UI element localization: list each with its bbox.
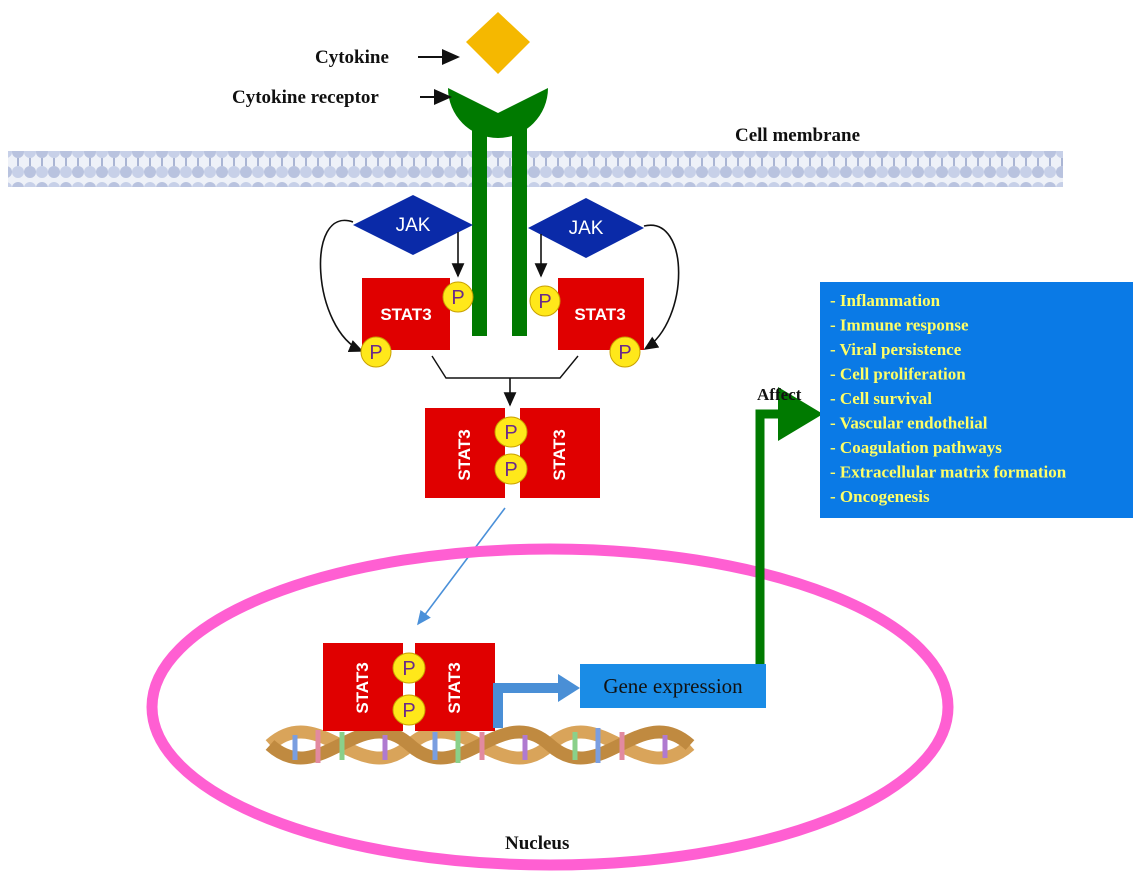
dimerization-connector: [431, 355, 579, 379]
phospho-nucleus-top-label: P: [402, 658, 415, 680]
effect-item: - Inflammation: [830, 291, 941, 310]
effect-item: - Extracellular matrix formation: [830, 463, 1067, 482]
stat3-dimer-cytoplasm: STAT3 STAT3 P P: [425, 408, 600, 498]
phospho-left-bottom: [360, 336, 392, 368]
phospho-right-top-label: P: [538, 291, 551, 313]
phospho-dimer-top-label: P: [504, 422, 517, 444]
gene-expression-label: Gene expression: [603, 674, 743, 698]
jak-left-curve-arrow: [319, 219, 364, 352]
translocation-arrow: [417, 507, 506, 626]
affect-label: Affect: [757, 385, 802, 404]
phospho-nucleus-bottom-label: P: [402, 700, 415, 722]
phospho-right-top: [529, 285, 561, 317]
stat3-nucleus-a-label: STAT3: [353, 662, 372, 713]
phospho-left-top-label: P: [451, 287, 464, 309]
stat3-dimer-b-label: STAT3: [550, 429, 569, 480]
stat3-nucleus-b-label: STAT3: [445, 662, 464, 713]
jak-right: [528, 198, 644, 258]
effect-item: - Immune response: [830, 316, 969, 335]
effects-list: - Inflammation - Immune response - Viral p…: [830, 291, 1067, 506]
jak-left: [353, 195, 473, 255]
effects-box: [820, 282, 1133, 518]
affect-pathway: [755, 387, 823, 664]
jak-right-curve-arrow: [643, 224, 680, 350]
jak-left-label: JAK: [396, 215, 431, 236]
nucleus-label: Nucleus: [505, 833, 569, 854]
dna-helix: [265, 725, 695, 765]
stat3-right-label: STAT3: [574, 305, 625, 324]
cytokine-receptor: [448, 88, 548, 336]
effect-item: - Cell survival: [830, 389, 932, 408]
cytokine: [466, 12, 530, 74]
nucleus-envelope: [146, 543, 954, 871]
transcription-arrow: [493, 683, 560, 728]
cell-membrane-label: Cell membrane: [735, 125, 860, 146]
cytokine-receptor-label: Cytokine receptor: [232, 87, 379, 108]
phospho-left-bottom-label: P: [369, 342, 382, 364]
transcription-arrow-head: [558, 674, 580, 702]
phospho-right-bottom: [609, 336, 641, 368]
jak-right-label: JAK: [569, 218, 604, 239]
cell-membrane: [8, 151, 1063, 187]
gene-expression-box: [580, 664, 766, 708]
effect-item: - Oncogenesis: [830, 487, 930, 506]
phospho-dimer-bottom-label: P: [504, 459, 517, 481]
stat3-dimer-nucleus: STAT3 STAT3 P P: [323, 643, 495, 731]
phospho-right-bottom-label: P: [618, 342, 631, 364]
effect-item: - Coagulation pathways: [830, 438, 1002, 457]
stat3-dimer-a-label: STAT3: [455, 429, 474, 480]
effect-item: - Viral persistence: [830, 340, 962, 359]
cytokine-label: Cytokine: [315, 47, 389, 68]
phospho-left-top: [442, 281, 474, 313]
effect-item: - Vascular endothelial: [830, 414, 988, 433]
effect-item: - Cell proliferation: [830, 365, 966, 384]
stat3-left-label: STAT3: [380, 305, 431, 324]
